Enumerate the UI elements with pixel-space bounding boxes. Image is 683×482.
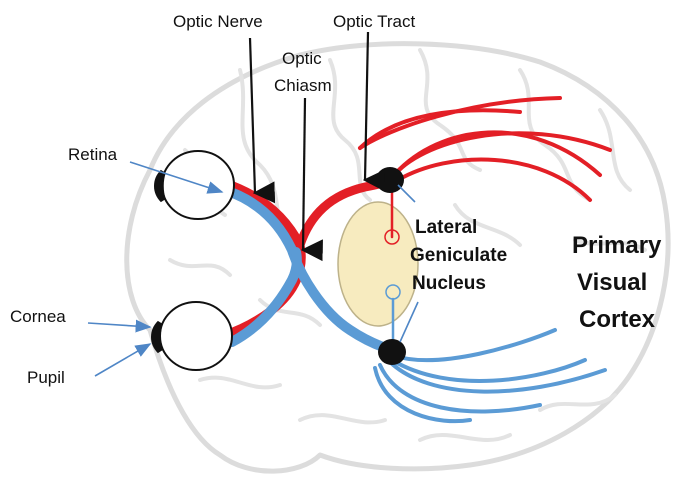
optic-nerve-label: Optic Nerve — [173, 12, 263, 31]
lgn-label-line2: Geniculate — [410, 245, 507, 266]
optic-tract-label: Optic Tract — [333, 12, 415, 31]
lgn-upper-synapse — [376, 167, 404, 193]
cornea-label: Cornea — [10, 307, 66, 326]
lgn-label-line3: Nucleus — [412, 273, 486, 294]
cortex-label-line1: Primary — [572, 232, 662, 259]
cortex-label-line2: Visual — [577, 269, 647, 296]
lgn-lower-synapse — [378, 339, 406, 365]
pupil-pointer — [95, 344, 150, 376]
optic-chiasm-label-line1: Optic — [282, 49, 322, 68]
lateral-geniculate-nucleus — [338, 202, 418, 326]
cornea-pointer — [88, 323, 150, 327]
upper-cornea — [157, 172, 163, 200]
lower-cornea — [154, 323, 160, 351]
lgn-label-line1: Lateral — [415, 217, 477, 238]
cortex-label-line3: Cortex — [579, 306, 656, 333]
retina-label: Retina — [68, 145, 118, 164]
upper-eye — [157, 151, 234, 219]
optic-tract-pointer — [365, 32, 368, 180]
optic-nerve-pointer — [250, 38, 255, 193]
optic-chiasm-label-line2: Chiasm — [274, 76, 332, 95]
lgn-upper-pointer — [398, 185, 415, 202]
lower-eye — [154, 302, 232, 370]
pupil-label: Pupil — [27, 368, 65, 387]
